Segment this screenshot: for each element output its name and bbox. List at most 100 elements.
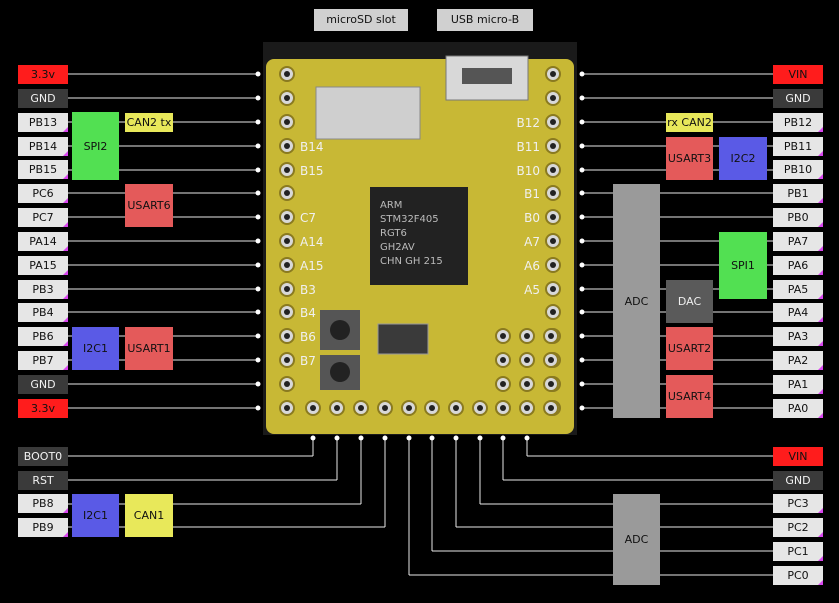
bottom-left-pin-rst: RST [18,471,68,490]
left-pin-pb4: PB4 [18,303,68,322]
header-hole-center [284,238,290,244]
bottom-dot [453,435,459,441]
header-hole-center [500,333,506,339]
left-pin-pb13: PB13 [18,113,68,132]
header-hole-center [284,309,290,315]
bottom-right-pin-pc1: PC1 [773,542,823,561]
usart3-block: USART3 [666,137,713,180]
header-hole-center [284,262,290,268]
bottom-dot [429,435,435,441]
header-hole-center [284,95,290,101]
silk-label-left: C7 [300,211,316,225]
left-wire-dot [255,286,261,292]
right-wire-dot [579,143,585,149]
right-pin-pa0: PA0 [773,399,823,418]
left-wire-dot [255,143,261,149]
dac-block: DAC [666,280,713,323]
silk-label-right: A5 [524,283,540,297]
right-pin-pa6: PA6 [773,256,823,275]
i2c1-bottom-block: I2C1 [72,494,119,537]
bottom-left-dot [334,435,340,441]
silk-label-right: B1 [524,187,540,201]
left-wire-dot [255,405,261,411]
spi2-block: SPI2 [72,112,119,180]
left-wire-dot [255,262,261,268]
silk-label-left: B6 [300,330,316,344]
header-hole-center [382,405,388,411]
bottom-right-pin-pc0: PC0 [773,566,823,585]
header-hole-center [548,405,554,411]
right-wire-dot [579,95,585,101]
left-pin-gnd-top: GND [18,89,68,108]
header-hole-center [548,333,554,339]
usart1-block: USART1 [125,327,173,370]
left-wire-dot [255,357,261,363]
header-hole-center [550,71,556,77]
silkscreen-labels: B14B15C7A14A15B3B4B6B7B12B11B10B1B0A7A6A… [300,116,540,368]
silk-label-right: A6 [524,259,540,273]
right-pin-pa2: PA2 [773,351,823,370]
usb-port [462,68,512,84]
right-pin-pb10: PB10 [773,160,823,179]
silk-label-right: A7 [524,235,540,249]
left-pin-pa15: PA15 [18,256,68,275]
chip-text-line: RGT6 [380,228,407,239]
right-pin-gnd: GND [773,89,823,108]
right-wire-dot [579,71,585,77]
header-hole-center [548,381,554,387]
bottom-dot [406,435,412,441]
header-hole-center [550,143,556,149]
left-pin-pb6: PB6 [18,327,68,346]
right-pin-pb0: PB0 [773,208,823,227]
left-wire-dot [255,214,261,220]
chip-text-line: GH2AV [380,242,415,253]
silk-label-right: B11 [516,140,540,154]
can1-block: CAN1 [125,494,173,537]
header-hole-center [453,405,459,411]
usb-micro-b-label: USB micro-B [437,9,533,31]
chip-text-line: STM32F405 [380,214,439,225]
left-pin-gnd-bottom: GND [18,375,68,394]
silk-label-left: A15 [300,259,323,273]
silk-label-left: A14 [300,235,323,249]
header-hole-center [524,381,530,387]
left-wire-dot [255,381,261,387]
bottom-right-pin-pc2: PC2 [773,518,823,537]
header-hole-center [500,357,506,363]
bottom-left-dot [358,435,364,441]
header-holes [279,66,561,416]
right-pin-pb1: PB1 [773,184,823,203]
can2-tx-block: CAN2 tx [125,113,173,132]
right-wire-dot [579,309,585,315]
bottom-left-pin-pb8: PB8 [18,494,68,513]
header-hole-center [524,333,530,339]
spi1-block: SPI1 [719,232,767,299]
header-hole-center [284,167,290,173]
right-pin-pa3: PA3 [773,327,823,346]
bottom-right-pin-pc3: PC3 [773,494,823,513]
right-wire-dot [579,214,585,220]
header-hole-center [334,405,340,411]
header-hole-center [550,238,556,244]
right-wire-dot [579,238,585,244]
right-wire-dot [579,119,585,125]
right-wire-dot [579,190,585,196]
left-wire-dot [255,333,261,339]
silk-label-left: B7 [300,354,316,368]
header-hole-center [284,381,290,387]
header-hole-center [358,405,364,411]
left-wire-dot [255,95,261,101]
left-wire-dot [255,309,261,315]
reset-button-cap [330,362,350,382]
silk-label-left: B14 [300,140,324,154]
header-hole-center [284,405,290,411]
right-wire-dot [579,333,585,339]
header-hole-center [500,381,506,387]
chip-text-line: CHN GH 215 [380,256,443,267]
adc-right-block: ADC [613,184,660,418]
left-wire-dot [255,190,261,196]
left-pin-3v3-top: 3.3v [18,65,68,84]
i2c1-left-block: I2C1 [72,327,119,370]
silk-label-right: B10 [516,164,540,178]
